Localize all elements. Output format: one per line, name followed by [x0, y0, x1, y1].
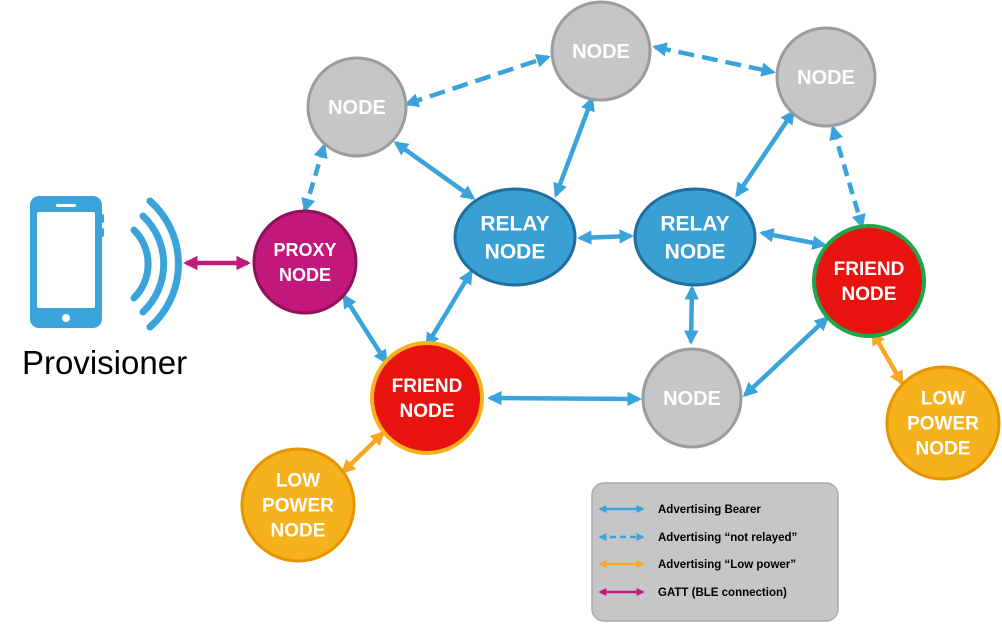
node-b[interactable]: NODE [550, 0, 652, 102]
low-power-node-2-label: LOW POWER NODE [907, 389, 979, 460]
link-relay1-relay2 [577, 229, 634, 245]
link-nodeB-nodeC-not-relayed [652, 42, 776, 77]
node-label-line: RELAY [660, 212, 729, 235]
legend: Advertising Bearer Advertising “not rela… [591, 482, 839, 622]
link-nodeA-nodeB-not-relayed [404, 53, 551, 108]
friend-node-2[interactable]: FRIEND NODE [812, 224, 926, 338]
node-label-line: LOW [276, 471, 320, 492]
node-label-line: LOW [921, 389, 965, 410]
node-a[interactable]: NODE [306, 56, 408, 158]
legend-box [591, 482, 839, 622]
link-nodeA-proxy-not-relayed [301, 143, 328, 213]
links [183, 42, 904, 475]
link-proxy-friend1 [342, 293, 388, 365]
legend-item-advertising-low-power: Advertising “Low power” [598, 559, 796, 571]
legend-label-advertising-low-power: Advertising “Low power” [658, 559, 796, 571]
legend-label-advertising-not-relayed: Advertising “not relayed” [658, 532, 797, 544]
node-label-line: NODE [797, 67, 855, 89]
relay-node-1-label: RELAY NODE [480, 212, 549, 263]
link-nodeB-relay1 [553, 96, 595, 198]
low-power-node-2[interactable]: LOW POWER NODE [885, 365, 1001, 481]
relay-node-2-label: RELAY NODE [660, 212, 729, 263]
node-label-line: NODE [663, 388, 721, 410]
legend-item-advertising-bearer: Advertising Bearer [598, 504, 761, 516]
node-label-line: NODE [572, 41, 630, 63]
legend-item-gatt: GATT (BLE connection) [598, 587, 787, 599]
link-relay1-friend1 [425, 269, 473, 348]
node-label-line: POWER [907, 414, 979, 435]
node-d-label: NODE [663, 388, 721, 410]
low-power-node-1-label: LOW POWER NODE [262, 471, 334, 542]
node-label-line: FRIEND [834, 259, 905, 280]
node-b-label: NODE [572, 41, 630, 63]
proxy-node[interactable]: PROXY NODE [252, 209, 358, 315]
friend-node-1-label: FRIEND NODE [392, 376, 463, 422]
node-c-label: NODE [797, 67, 855, 89]
relay-node-1[interactable]: RELAY NODE [453, 187, 577, 287]
node-label-line: NODE [271, 521, 326, 542]
link-friend1-lowpower1 [340, 430, 386, 475]
legend-label-gatt: GATT (BLE connection) [658, 587, 787, 599]
link-relay2-nodeD [684, 285, 699, 345]
link-nodeC-friend2-not-relayed [829, 125, 866, 229]
node-label-line: NODE [485, 240, 546, 263]
node-label-line: RELAY [480, 212, 549, 235]
node-label-line: NODE [279, 265, 331, 285]
node-d[interactable]: NODE [641, 347, 743, 449]
proxy-node-label: PROXY NODE [273, 240, 336, 285]
link-relay2-friend2 [759, 228, 827, 250]
signal-waves-icon [130, 197, 182, 331]
link-friend1-nodeD [487, 390, 642, 407]
node-a-label: NODE [328, 97, 386, 119]
provisioner-phone-icon [30, 196, 104, 328]
node-label-line: FRIEND [392, 376, 463, 397]
legend-label-advertising-bearer: Advertising Bearer [658, 504, 761, 516]
node-label-line: PROXY [273, 240, 336, 260]
link-nodeD-friend2 [742, 316, 830, 397]
node-label-line: NODE [665, 240, 726, 263]
link-friend2-lowpower2 [871, 330, 904, 386]
provisioner-label: Provisioner [22, 344, 187, 381]
node-label-line: POWER [262, 496, 334, 517]
low-power-node-1[interactable]: LOW POWER NODE [240, 447, 356, 563]
friend-node-2-label: FRIEND NODE [834, 259, 905, 305]
friend-node-1[interactable]: FRIEND NODE [370, 341, 484, 455]
node-label-line: NODE [328, 97, 386, 119]
link-nodeA-relay1 [393, 141, 476, 200]
link-nodeC-relay2 [735, 109, 795, 198]
node-label-line: NODE [842, 284, 897, 305]
legend-item-advertising-not-relayed: Advertising “not relayed” [598, 532, 797, 544]
node-c[interactable]: NODE [775, 26, 877, 128]
node-label-line: NODE [400, 401, 455, 422]
node-label-line: NODE [916, 439, 971, 460]
relay-node-2[interactable]: RELAY NODE [633, 187, 757, 287]
